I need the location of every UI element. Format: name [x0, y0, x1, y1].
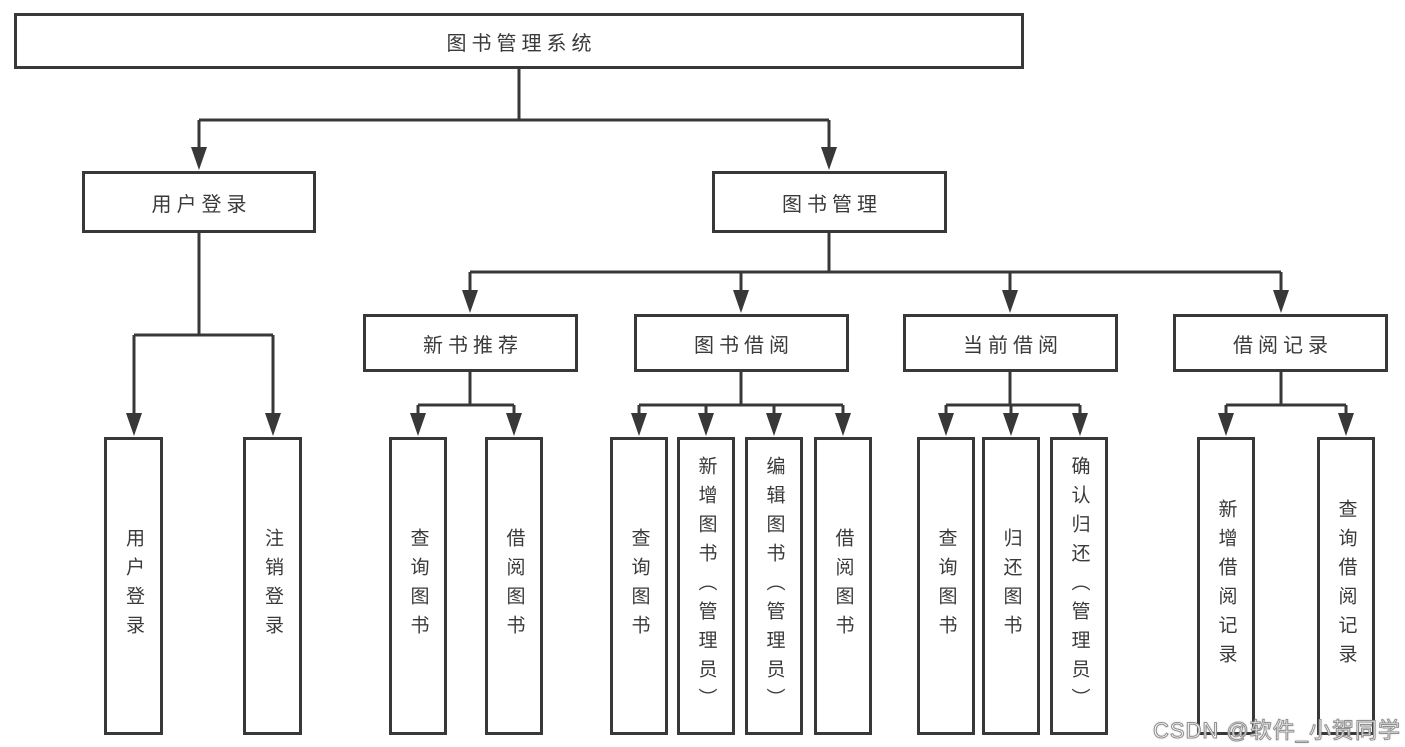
- arrowhead: [191, 147, 207, 170]
- leaf-logout: 注销登录: [243, 437, 302, 735]
- leaf-borrow-add-book-admin: 新增图书（管理员）: [677, 437, 735, 735]
- arrowhead: [766, 413, 782, 436]
- arrowhead: [126, 413, 142, 436]
- leaf-borrow-query-book: 查询图书: [610, 437, 668, 735]
- arrowhead: [835, 413, 851, 436]
- arrowhead: [1003, 413, 1019, 436]
- arrowhead: [265, 413, 281, 436]
- arrowhead: [1218, 413, 1234, 436]
- node-user-login: 用户登录: [82, 171, 316, 233]
- arrowhead: [506, 413, 522, 436]
- arrowhead: [1072, 413, 1088, 436]
- leaf-borrow-edit-book-admin: 编辑图书（管理员）: [745, 437, 803, 735]
- node-root-system: 图书管理系统: [14, 13, 1024, 69]
- leaf-current-confirm-return-admin: 确认归还（管理员）: [1050, 437, 1108, 735]
- connector-root-to-level2: [197, 69, 831, 154]
- leaf-current-return-book: 归还图书: [982, 437, 1040, 735]
- csdn-watermark: CSDN @软件_小贺同学: [1152, 718, 1401, 744]
- connector-newbook-to-children: [416, 372, 516, 420]
- node-book-borrow: 图书借阅: [634, 314, 849, 372]
- connector-records-to-children: [1224, 372, 1348, 420]
- node-new-book-recommend: 新书推荐: [363, 314, 578, 372]
- leaf-records-add-record: 新增借阅记录: [1197, 437, 1255, 735]
- leaf-records-query-record: 查询借阅记录: [1317, 437, 1375, 735]
- arrowhead: [462, 290, 478, 313]
- arrowhead: [733, 290, 749, 313]
- arrowhead: [698, 413, 714, 436]
- leaf-newbook-borrow-book: 借阅图书: [485, 437, 543, 735]
- arrowhead: [1338, 413, 1354, 436]
- node-borrow-records: 借阅记录: [1173, 314, 1388, 372]
- arrowhead: [1273, 290, 1289, 313]
- connector-current-to-children: [944, 372, 1082, 420]
- leaf-newbook-query-book: 查询图书: [389, 437, 447, 735]
- node-book-manage: 图书管理: [712, 171, 947, 233]
- leaf-borrow-borrow-book: 借阅图书: [814, 437, 872, 735]
- arrowhead: [410, 413, 426, 436]
- connector-manage-to-level3: [468, 232, 1283, 297]
- node-current-borrow: 当前借阅: [903, 314, 1118, 372]
- arrowhead: [938, 413, 954, 436]
- arrowhead: [821, 147, 837, 170]
- connector-borrow-to-children: [637, 372, 845, 420]
- arrowhead: [631, 413, 647, 436]
- leaf-user-login: 用户登录: [104, 437, 163, 735]
- leaf-current-query-book: 查询图书: [917, 437, 975, 735]
- connector-login-to-children: [132, 233, 275, 420]
- arrowhead: [1002, 290, 1018, 313]
